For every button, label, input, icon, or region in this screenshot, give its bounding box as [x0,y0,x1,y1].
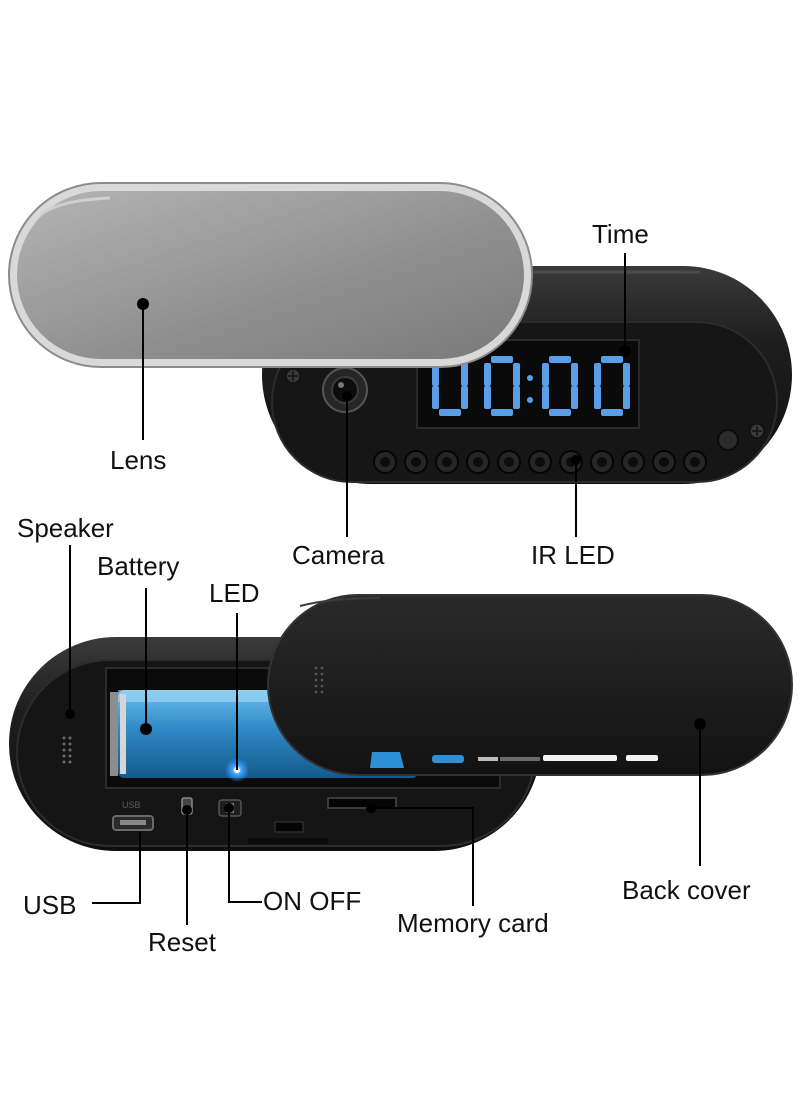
camera-lens-icon [322,367,368,413]
digit-segment [484,363,491,386]
speaker-hole [62,754,66,758]
digit-segment [461,363,468,386]
ir-led [621,450,645,474]
speaker-hole [62,736,66,740]
digit-segment [484,386,491,409]
speaker-hole [62,742,66,746]
colon-dot [527,375,533,381]
lens-cover [8,182,533,368]
on-off-leader [224,803,262,903]
cover-speaker-hole [320,678,324,682]
digit-segment [491,356,513,363]
speaker-hole [62,748,66,752]
ir-led [717,429,739,451]
digit-segment [542,386,549,409]
ir-led-row [373,450,707,474]
ir-led [373,450,397,474]
screw-icon [285,368,301,384]
time-leader [619,253,631,357]
memory-card-leader [366,803,474,906]
digit-segment [432,363,439,386]
digit-segment [594,386,601,409]
cover-speaker-hole [320,690,324,694]
speaker-hole [68,754,72,758]
digit-segment [594,363,601,386]
ir-led [466,450,490,474]
cover-clip [370,752,404,768]
cover-speaker-hole [314,684,318,688]
camera-leader [342,391,352,537]
back-cover-leader [694,718,706,866]
time-digit [594,356,630,416]
speaker-hole [68,742,72,746]
speaker-leader [65,545,75,719]
cover-speaker-hole [320,672,324,676]
digit-segment [601,409,623,416]
ir-led [404,450,428,474]
reset-leader [182,805,192,925]
label-reset: Reset [148,927,216,957]
digit-segment [571,386,578,409]
speaker-grille [62,736,72,764]
digit-segment [491,409,513,416]
label-on-off: ON OFF [263,886,362,916]
ir-led [590,450,614,474]
speaker-hole [68,760,72,764]
label-battery: Battery [97,551,180,581]
digit-segment [601,356,623,363]
label-back-cover: Back cover [622,875,751,905]
speaker-hole [62,760,66,764]
label-ir-led: IR LED [531,540,615,570]
cover-speaker-hole [320,684,324,688]
digit-segment [461,386,468,409]
label-time: Time [592,219,649,249]
digit-segment [623,386,630,409]
cover-speaker-hole [314,672,318,676]
label-memory-card: Memory card [397,908,549,938]
digit-segment [549,409,571,416]
ir-led [652,450,676,474]
label-usb: USB [23,890,77,920]
colon-dot [527,397,533,403]
ir-led [528,450,552,474]
ir-led [497,450,521,474]
cover-speaker-hole [314,690,318,694]
screw-icon [749,423,765,439]
digit-segment [571,363,578,386]
cover-clip [432,755,464,763]
digit-segment [513,363,520,386]
back-cover [267,594,793,776]
digit-segment [623,363,630,386]
digit-segment [439,409,461,416]
usb-leader [92,832,141,904]
label-led: LED [209,578,260,608]
digit-segment [513,386,520,409]
cover-speaker-hole [314,666,318,670]
label-camera: Camera [292,540,385,570]
usb-port-text: USB [122,800,141,810]
battery-leader [140,588,152,735]
label-speaker: Speaker [17,513,114,543]
digit-segment [549,356,571,363]
digit-segment [542,363,549,386]
ir-led [683,450,707,474]
ir-led [435,450,459,474]
label-lens: Lens [110,445,167,475]
time-digit [484,356,520,416]
digit-segment [432,386,439,409]
ir-led-leader [571,455,581,537]
cover-speaker-hole [314,678,318,682]
speaker-hole [68,736,72,740]
cover-speaker-hole [320,666,324,670]
memory-card-slot[interactable] [327,797,397,809]
lens-leader [137,298,149,440]
speaker-hole [68,748,72,752]
time-digit [542,356,578,416]
